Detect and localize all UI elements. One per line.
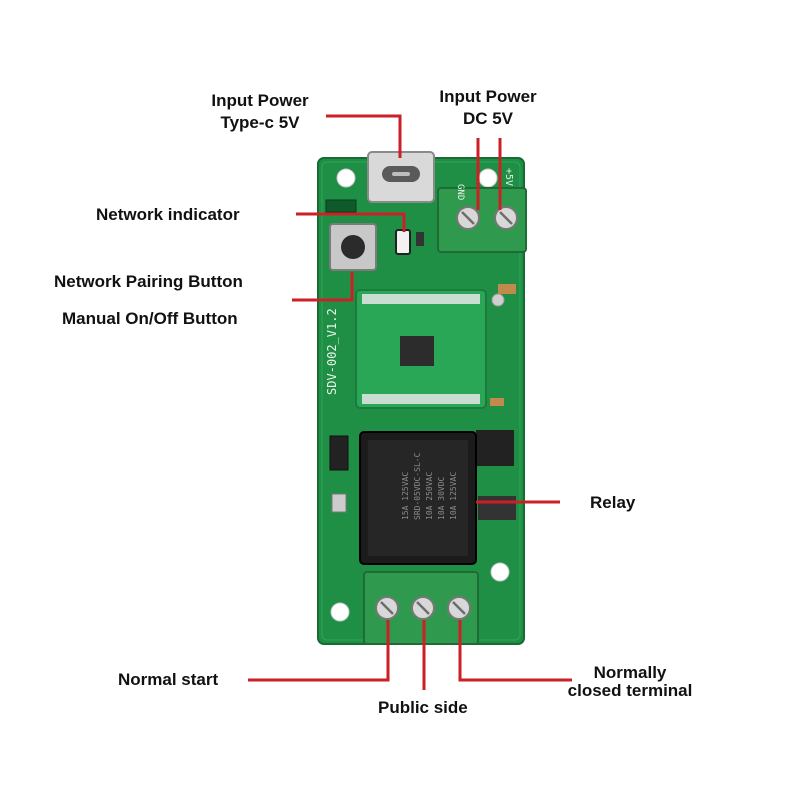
silk-gnd: GND (455, 184, 465, 200)
relay-text-0: SRD-05VDC-SL-C (413, 452, 422, 520)
label-manual-button: Manual On/Off Button (62, 309, 238, 328)
leader-lines (248, 114, 572, 690)
diode (329, 435, 349, 471)
leader-pairing (292, 272, 354, 302)
wifi-module-pads-bottom (362, 394, 480, 404)
capacitor-1 (331, 493, 347, 513)
dc-terminal-block (437, 187, 527, 253)
label-input-power-typec-line2: Type-c 5V (220, 113, 300, 132)
capacitor-2 (478, 496, 516, 520)
label-input-power-typec: Input Power Type-c 5V (190, 90, 330, 134)
transistor (476, 430, 514, 466)
wifi-chip (400, 336, 434, 366)
silk-model: SDV-002_V1.2 (325, 308, 339, 395)
leader-normally-closed (458, 620, 572, 682)
label-network-indicator: Network indicator (96, 205, 240, 224)
silk-plus5v: +5V (503, 168, 514, 186)
relay-face (368, 440, 468, 556)
leader-typec (326, 114, 402, 158)
screw-slot-nc (452, 601, 466, 615)
label-normally-closed: Normally closed terminal (552, 664, 708, 700)
label-relay: Relay (590, 493, 636, 512)
label-public-side: Public side (378, 698, 468, 717)
wifi-module-pads-top (362, 294, 480, 304)
screw-slot-no (380, 601, 394, 615)
label-normally-closed-line1: Normally (593, 663, 667, 682)
network-led (395, 229, 411, 255)
dc-screw-slot-gnd (461, 211, 475, 225)
smd-cap-3 (490, 398, 504, 406)
pairing-button-cap (341, 235, 365, 259)
header-pins (325, 199, 357, 213)
mount-hole-mid-right (491, 293, 505, 307)
mount-hole-bottom-left (330, 602, 350, 622)
label-normal-start: Normal start (118, 670, 219, 689)
usb-typec-tongue (392, 172, 410, 176)
mount-hole-top-right (478, 168, 498, 188)
smd-cap-2 (498, 284, 516, 294)
relay-text-4: 15A 125VAC (401, 472, 410, 520)
smd-resistor-1 (416, 232, 424, 246)
mount-hole-bottom-right (490, 562, 510, 582)
label-input-power-typec-line1: Input Power (211, 91, 309, 110)
label-input-power-dc-line2: DC 5V (462, 109, 514, 128)
leader-normal-start (248, 620, 390, 682)
label-pairing-button: Network Pairing Button (54, 272, 243, 291)
leader-network-indicator (296, 212, 406, 232)
label-normally-closed-line2: closed terminal (567, 681, 693, 700)
relay-text-2: 10A 30VDC (437, 476, 446, 520)
screw-slot-com (416, 601, 430, 615)
label-input-power-dc-line1: Input Power (439, 87, 537, 106)
dc-screw-slot-5v (499, 211, 513, 225)
relay-text-1: 10A 250VAC (425, 472, 434, 520)
label-input-power-dc: Input Power DC 5V (416, 86, 560, 130)
mount-hole-top-left (336, 168, 356, 188)
relay-text-3: 10A 125VAC (449, 472, 458, 520)
